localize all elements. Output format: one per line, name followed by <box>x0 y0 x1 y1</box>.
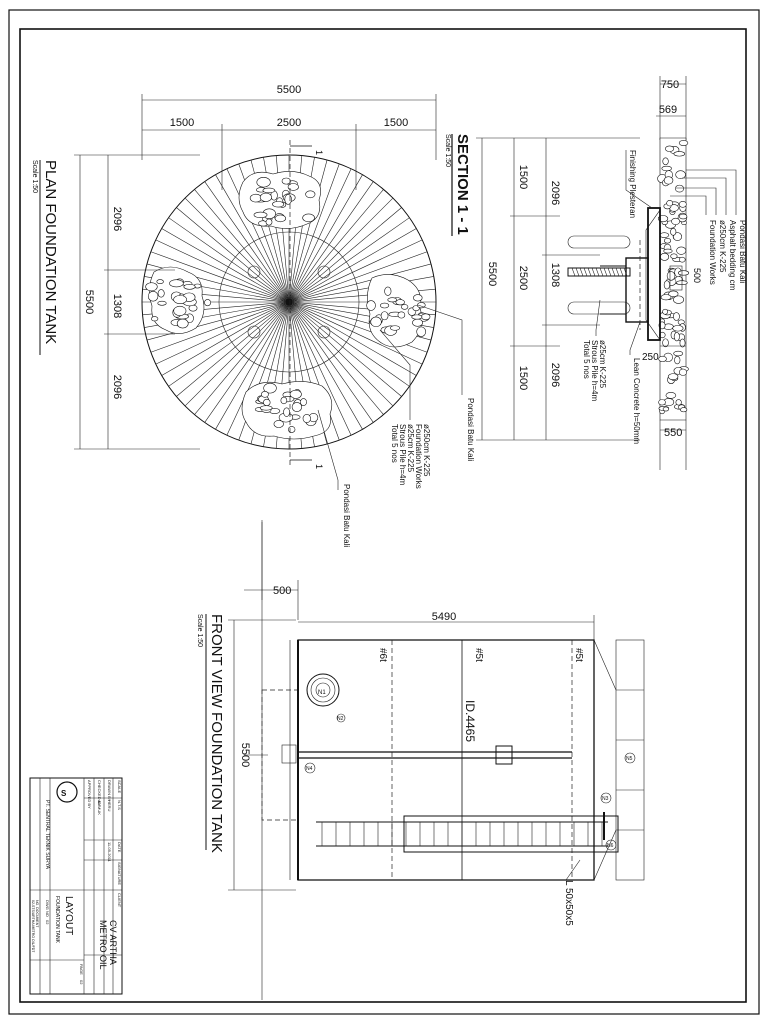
svg-text:S: S <box>61 789 67 798</box>
plan-dim-total-h: 5500 <box>277 84 301 96</box>
front-scale: Scale 1:50 <box>196 614 203 647</box>
section-label-pile-3: Total 5 nos <box>582 340 591 379</box>
section-dim-250: 250 <box>642 352 659 363</box>
section-label-pondasi-1: Pondasi Batu Kali <box>738 220 747 283</box>
plan-title: PLAN FOUNDATION TANK <box>42 160 59 344</box>
tank-ladder <box>316 821 608 847</box>
section-dim-1500a: 1500 <box>517 165 529 189</box>
plan-label-pile-3: ø25cm K-225 <box>406 424 415 473</box>
plan-dim-total-v: 5500 <box>83 290 95 314</box>
tb-drawing-title: LAYOUT <box>63 896 74 935</box>
plan-label-pile-2: Foundation Works <box>414 424 423 489</box>
section-label-finishing: Finishing Plesteran <box>628 150 637 218</box>
plan-stone-right <box>366 274 431 348</box>
inner-border <box>19 28 747 1003</box>
plan-stone-left <box>145 266 212 334</box>
tb-ref-value: 02-STS/ARTHA METRO OIL/FDT <box>31 900 35 953</box>
section-title: SECTION 1 - 1 <box>454 134 471 235</box>
plan-stone-bottom <box>241 381 333 440</box>
tb-page-value: 02 <box>79 980 84 985</box>
section-dim-2096a: 2096 <box>549 181 561 205</box>
tb-client-name-1: CV ARTHA <box>108 920 118 965</box>
section-label-pondasi-2: Asphalt bedding cm <box>728 220 737 291</box>
tb-checked-label: CHECKED BY <box>97 780 102 806</box>
front-label-5t-a: #5t <box>473 648 484 662</box>
section-view: SECTION 1 - 1 Scale 1:50 750 569 5500 15… <box>444 76 747 470</box>
tb-scale-value: N.T.S <box>117 800 122 810</box>
front-dim-5490: 5490 <box>432 611 456 623</box>
tb-drawing-subtitle: FOUNDATION TANK <box>54 896 60 944</box>
front-label-angle: L 50x50x5 <box>563 880 574 926</box>
tb-dwg-no-label: DWG NO <box>45 900 50 917</box>
section-dim-2096b: 2096 <box>549 363 561 387</box>
section-dim-750: 750 <box>661 79 679 91</box>
front-label-id: ID.4465 <box>463 700 477 742</box>
front-label-6t: #6t <box>377 648 388 662</box>
plan-stone-top <box>238 171 321 229</box>
nozzle-n6: N6 <box>607 843 614 849</box>
tb-date-label: DATE <box>117 842 122 853</box>
plan-dim-mid: 2500 <box>277 117 301 129</box>
section-dim-5500: 5500 <box>486 262 498 286</box>
section-label-pile-1: ø25cm K-225 <box>598 340 607 389</box>
tb-company: PT. SENTRAL TEKNIK SURYA <box>44 800 50 870</box>
section-dim-1500b: 1500 <box>517 366 529 390</box>
section-mark-bottom: 1 <box>314 464 324 469</box>
tank-shell <box>297 639 595 881</box>
plan-label-pile-4: Strous Pile h=4m <box>398 424 407 485</box>
tb-dwg-no-value: 02 <box>45 920 50 925</box>
plan-dim-v1: 2096 <box>111 207 123 231</box>
title-block: S SCALE N.T.S DRAWN BY HERU CHECKED BY A… <box>29 777 123 995</box>
tb-signature-label: SIGNATURE <box>117 862 122 885</box>
plan-dim-v3: 2096 <box>111 375 123 399</box>
front-label-5t-b: #5t <box>573 648 584 662</box>
tb-ref-label: NO. DOCUMENT <box>35 900 39 928</box>
plan-dim-left: 1500 <box>170 117 194 129</box>
plan-label-pile-1: ø250cm K-225 <box>422 424 431 477</box>
tb-drawn-value: HERU <box>107 800 112 811</box>
plan-label-pondasi-bottom: Pondasi Batu Kali <box>342 484 351 547</box>
outer-border <box>8 9 760 1015</box>
tb-date-value: 11-05-2011 <box>107 842 112 863</box>
plan-view: 1 1 5500 1500 2500 1500 5500 2096 1308 2… <box>31 84 475 547</box>
nozzle-n5: N5 <box>626 756 633 762</box>
tb-checked-value: ALIMUK <box>97 800 102 815</box>
tb-page-label: PAGE <box>79 964 84 975</box>
section-dim-569: 569 <box>659 104 677 116</box>
section-dim-2500: 2500 <box>517 266 529 290</box>
section-dim-550: 550 <box>664 427 682 439</box>
plan-label-pile-5: Total 5 nos <box>390 424 399 463</box>
plan-label-pondasi-right: Pondasi Batu Kali <box>466 398 475 461</box>
section-label-pile-2: Strous Pile h=4m <box>590 340 599 401</box>
section-mark-top: 1 <box>314 150 324 155</box>
section-dim-500: 500 <box>692 268 702 283</box>
section-label-lean: Lean Concrete h=50mm <box>632 358 641 444</box>
plan-dim-v2: 1308 <box>111 294 123 318</box>
tb-drawn-label: DRAWN BY <box>107 780 112 802</box>
section-scale: Scale 1:50 <box>444 134 451 167</box>
section-label-pondasi-4: Foundation Works <box>708 220 717 285</box>
tb-client-label: CLIENT <box>117 893 122 908</box>
tb-client-name-2: METRO OIL <box>98 920 108 970</box>
section-label-pondasi-3: ø250cm K-225 <box>718 220 727 273</box>
nozzle-n1: N1 <box>318 690 326 696</box>
nozzle-n4: N4 <box>306 766 313 772</box>
section-stone-wall <box>645 137 690 421</box>
section-dim-1308: 1308 <box>549 263 561 287</box>
tb-scale-label: SCALE <box>117 780 122 793</box>
plan-dim-right: 1500 <box>384 117 408 129</box>
front-dim-500: 500 <box>273 585 291 597</box>
nozzle-n3: N3 <box>602 796 609 802</box>
pile-reinforcement <box>571 267 628 277</box>
company-logo-icon <box>56 781 78 803</box>
tb-approved-label: APPROVED BY <box>87 780 92 809</box>
front-title: FRONT VIEW FOUNDATION TANK <box>208 614 225 853</box>
plan-scale: Scale 1:50 <box>31 160 38 193</box>
front-view: FRONT VIEW FOUNDATION TANK Scale 1:50 50… <box>196 520 645 1000</box>
nozzle-n2: N2 <box>337 716 344 722</box>
